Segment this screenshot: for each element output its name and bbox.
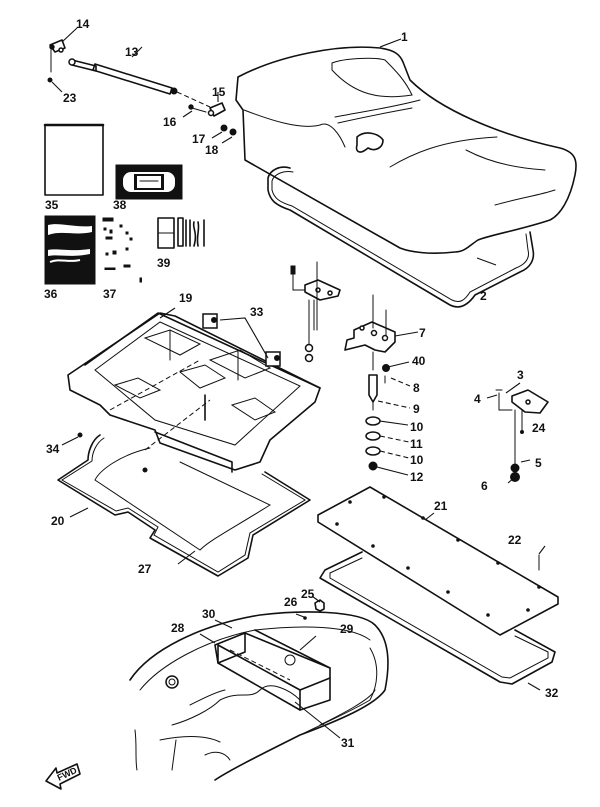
cover-gasket-part[interactable] [319, 551, 556, 685]
screw-34-part[interactable] [77, 432, 83, 438]
callout-24[interactable]: 24 [532, 421, 546, 435]
cap-part[interactable] [314, 599, 325, 612]
callout-12[interactable]: 12 [410, 470, 424, 484]
manual-36-part[interactable] [44, 215, 96, 285]
callout-38[interactable]: 38 [113, 198, 127, 212]
fwd-arrow-icon: FWD [45, 763, 81, 790]
callout-2[interactable]: 2 [480, 289, 487, 303]
callout-29[interactable]: 29 [340, 622, 354, 636]
callout-16[interactable]: 16 [163, 115, 177, 129]
callout-23[interactable]: 23 [63, 91, 77, 105]
callout-7[interactable]: 7 [419, 326, 426, 340]
callout-31[interactable]: 31 [341, 736, 355, 750]
seat-part[interactable] [235, 46, 577, 255]
storage-box-part[interactable] [67, 312, 321, 473]
callout-22[interactable]: 22 [508, 533, 522, 547]
callout-4[interactable]: 4 [474, 392, 481, 406]
callout-6[interactable]: 6 [481, 479, 488, 493]
callout-13[interactable]: 13 [125, 45, 139, 59]
hinge-bracket-left-part[interactable] [290, 261, 341, 363]
callout-36[interactable]: 36 [44, 287, 58, 301]
box-seal-part[interactable] [57, 434, 311, 577]
latch-pin-stack[interactable] [365, 351, 390, 471]
callout-10a[interactable]: 10 [410, 420, 424, 434]
callout-19[interactable]: 19 [179, 291, 193, 305]
callout-1[interactable]: 1 [401, 30, 408, 44]
callout-14[interactable]: 14 [76, 17, 90, 31]
callout-30[interactable]: 30 [202, 607, 216, 621]
callout-40[interactable]: 40 [412, 354, 426, 368]
hull-deck [129, 611, 389, 781]
owners-manual-part[interactable] [43, 123, 105, 196]
manual-37-part[interactable] [102, 217, 142, 283]
callout-17[interactable]: 17 [192, 132, 206, 146]
callout-labels: 1 2 3 4 5 6 7 8 9 10 11 10 12 13 14 15 1… [44, 17, 559, 750]
callout-33[interactable]: 33 [250, 305, 264, 319]
partition-assembly[interactable] [214, 629, 331, 711]
callout-37[interactable]: 37 [103, 287, 117, 301]
tool-kit-part[interactable] [157, 217, 205, 249]
latch-bracket-part[interactable] [344, 294, 396, 353]
stopper-part[interactable] [202, 313, 281, 367]
callout-5[interactable]: 5 [535, 456, 542, 470]
pin-part[interactable] [303, 616, 307, 620]
mat-part[interactable] [94, 447, 272, 551]
callout-3[interactable]: 3 [517, 368, 524, 382]
callout-32[interactable]: 32 [545, 686, 559, 700]
callout-26[interactable]: 26 [284, 595, 298, 609]
callout-20[interactable]: 20 [51, 514, 65, 528]
leader-lines [51, 27, 546, 739]
cover-plate-part[interactable] [317, 486, 559, 636]
callout-28[interactable]: 28 [171, 621, 185, 635]
callout-34[interactable]: 34 [46, 442, 60, 456]
callout-39[interactable]: 39 [157, 256, 171, 270]
callout-8[interactable]: 8 [413, 381, 420, 395]
callout-27[interactable]: 27 [138, 562, 152, 576]
seat-seal-part[interactable] [267, 166, 535, 308]
screw-part[interactable] [142, 467, 148, 473]
callout-9[interactable]: 9 [413, 402, 420, 416]
callout-15[interactable]: 15 [212, 85, 226, 99]
callout-18[interactable]: 18 [205, 143, 219, 157]
gas-spring-assembly[interactable] [47, 39, 237, 136]
video-cassette-part[interactable] [115, 164, 183, 200]
callout-11[interactable]: 11 [410, 437, 423, 451]
callout-10b[interactable]: 10 [410, 453, 424, 467]
callout-25[interactable]: 25 [301, 587, 315, 601]
callout-21[interactable]: 21 [434, 499, 448, 513]
callout-35[interactable]: 35 [45, 198, 59, 212]
